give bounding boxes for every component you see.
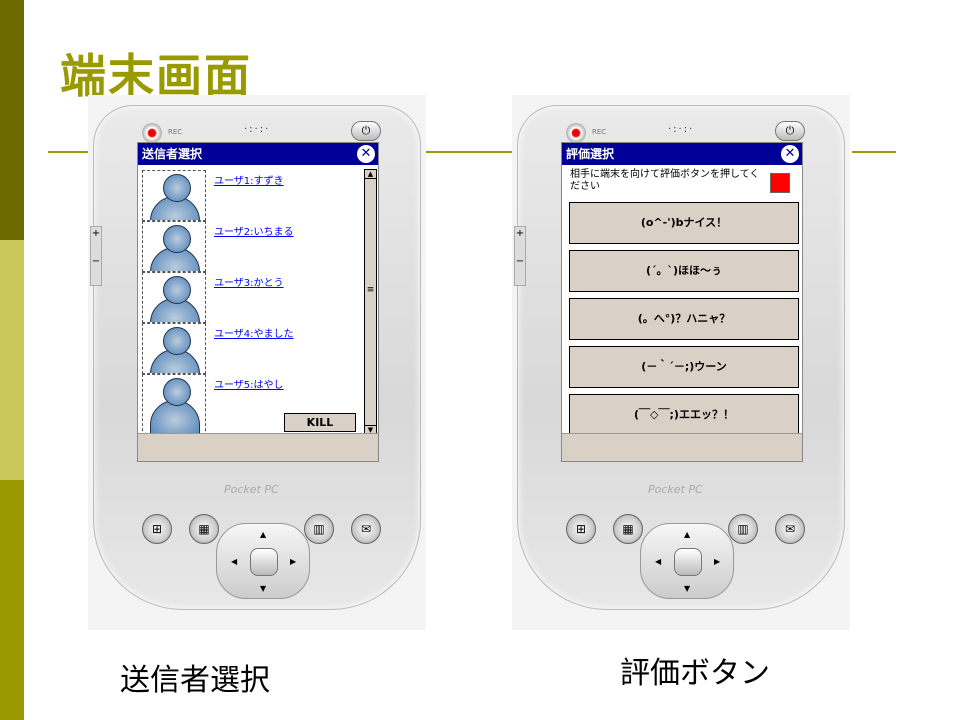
- rating-button-eee[interactable]: (￣◇￣;)エエッ？！: [569, 394, 799, 436]
- rating-button-uun[interactable]: (－｀´－;)ウーン: [569, 346, 799, 388]
- instruction-text: 相手に端末を向けて評価ボタンを押してください: [570, 169, 760, 192]
- arrow-up-icon[interactable]: ▲: [260, 530, 267, 539]
- scroll-thumb-icon[interactable]: ≡: [366, 285, 375, 295]
- volume-buttons[interactable]: +−: [90, 226, 102, 286]
- dpad-center-button[interactable]: [674, 548, 702, 576]
- mail-button[interactable]: ✉: [775, 514, 805, 544]
- mail-button[interactable]: ✉: [351, 514, 381, 544]
- window-title: 評価選択: [566, 147, 615, 161]
- arrow-up-icon[interactable]: ▲: [684, 530, 691, 539]
- window-title: 送信者選択: [142, 147, 203, 161]
- rating-button-hoho[interactable]: (´。`)ほほ～ぅ: [569, 250, 799, 292]
- user-link[interactable]: ユーザ3:かとう: [214, 278, 284, 289]
- record-button[interactable]: [142, 123, 162, 143]
- user-avatar: [142, 323, 206, 374]
- calendar-button[interactable]: ▦: [613, 514, 643, 544]
- dpad-center-button[interactable]: [250, 548, 278, 576]
- user-link[interactable]: ユーザ1:すずき: [214, 176, 284, 187]
- scroll-up-icon[interactable]: ▲: [365, 170, 376, 179]
- arrow-right-icon[interactable]: ▶: [290, 557, 297, 566]
- slide-title: 端末画面: [60, 49, 252, 103]
- scroll-down-icon[interactable]: ▼: [365, 425, 376, 434]
- start-button[interactable]: ⊞: [142, 514, 172, 544]
- rec-label: REC: [592, 128, 607, 136]
- caption-rating: 評価ボタン: [620, 656, 770, 691]
- speaker-icon: ·:·:·: [244, 124, 271, 135]
- user-avatar: [142, 221, 206, 272]
- user-avatar: [142, 374, 206, 436]
- device-screen: 評価選択 ✕ 相手に端末を向けて評価ボタンを押してください (o^-')bナイス！…: [561, 142, 803, 462]
- contacts-button[interactable]: ▥: [304, 514, 334, 544]
- caption-sender: 送信者選択: [120, 663, 270, 698]
- window-titlebar: 評価選択 ✕: [562, 143, 802, 165]
- rec-label: REC: [168, 128, 183, 136]
- speaker-icon: ·:·:·: [668, 124, 695, 135]
- pocketpc-device-rating: +− REC ·:·:· ⏻ Pocket PC ⊞ ▦ ▥ ✉ ▲ ▼ ◀ ▶…: [512, 95, 850, 630]
- user-link[interactable]: ユーザ4:やました: [214, 329, 294, 340]
- power-button[interactable]: ⏻: [351, 121, 381, 141]
- decor-strip-middle: [0, 240, 24, 480]
- rating-button-hanya[interactable]: (。へ°)？ハニャ？: [569, 298, 799, 340]
- arrow-down-icon[interactable]: ▼: [684, 584, 691, 593]
- arrow-down-icon[interactable]: ▼: [260, 584, 267, 593]
- start-button[interactable]: ⊞: [566, 514, 596, 544]
- rating-button-nice[interactable]: (o^-')bナイス！: [569, 202, 799, 244]
- brand-logo: Pocket PC: [224, 483, 279, 496]
- pocketpc-device-sender: +− REC ·:·:· ⏻ Pocket PC ⊞ ▦ ▥ ✉ ▲ ▼ ◀ ▶…: [88, 95, 426, 630]
- user-avatar: [142, 170, 206, 221]
- decor-strip-top: [0, 0, 24, 240]
- divider-line: [48, 151, 88, 153]
- user-link[interactable]: ユーザ5:はやし: [214, 380, 284, 391]
- close-icon[interactable]: ✕: [357, 145, 375, 163]
- user-avatar: [142, 272, 206, 323]
- dpad[interactable]: ▲ ▼ ◀ ▶: [216, 523, 310, 599]
- divider-line: [425, 151, 512, 153]
- dpad[interactable]: ▲ ▼ ◀ ▶: [640, 523, 734, 599]
- kill-button[interactable]: KILL: [284, 413, 356, 432]
- arrow-left-icon[interactable]: ◀: [231, 557, 238, 566]
- calendar-button[interactable]: ▦: [189, 514, 219, 544]
- decor-strip-bottom: [0, 480, 24, 720]
- status-indicator: [770, 173, 790, 193]
- arrow-left-icon[interactable]: ◀: [655, 557, 662, 566]
- menu-bar: [562, 433, 802, 461]
- menu-bar: [138, 433, 378, 461]
- close-icon[interactable]: ✕: [781, 145, 799, 163]
- device-screen: 送信者選択 ✕ ユーザ1:すずき ユーザ2:いちまる ユーザ3:かとう ユーザ4:…: [137, 142, 379, 462]
- user-link[interactable]: ユーザ2:いちまる: [214, 227, 294, 238]
- arrow-right-icon[interactable]: ▶: [714, 557, 721, 566]
- volume-buttons[interactable]: +−: [514, 226, 526, 286]
- brand-logo: Pocket PC: [648, 483, 703, 496]
- window-titlebar: 送信者選択 ✕: [138, 143, 378, 165]
- contacts-button[interactable]: ▥: [728, 514, 758, 544]
- power-button[interactable]: ⏻: [775, 121, 805, 141]
- scrollbar[interactable]: ▲ ≡ ▼: [364, 169, 377, 435]
- record-button[interactable]: [566, 123, 586, 143]
- divider-line: [852, 151, 896, 153]
